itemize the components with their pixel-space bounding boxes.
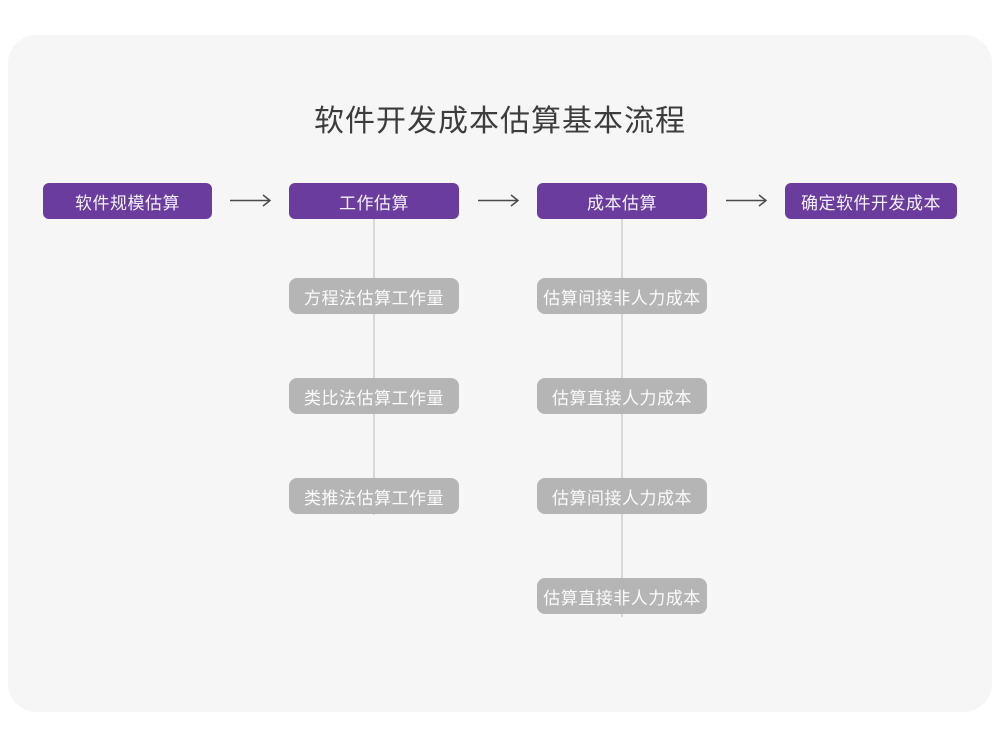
sub-node-label: 估算间接人力成本 [552, 488, 692, 508]
sub-node-indirect-nonlabor-cost[interactable]: 估算间接非人力成本 [537, 278, 707, 314]
sub-node-extrapolation-method[interactable]: 类推法估算工作量 [289, 478, 459, 514]
flow-arrow-icon [478, 194, 520, 207]
flow-node-cost-estimation[interactable]: 成本估算 [537, 183, 707, 219]
sub-node-label: 类推法估算工作量 [304, 488, 444, 508]
sub-node-equation-method[interactable]: 方程法估算工作量 [289, 278, 459, 314]
flow-node-label: 确定软件开发成本 [801, 193, 941, 213]
sub-node-label: 估算间接非人力成本 [543, 288, 701, 308]
flow-arrow-icon [230, 194, 272, 207]
flow-node-label: 软件规模估算 [75, 193, 180, 213]
flow-arrow-icon [726, 194, 768, 207]
flow-node-work-estimation[interactable]: 工作估算 [289, 183, 459, 219]
diagram-title: 软件开发成本估算基本流程 [314, 105, 686, 138]
sub-node-direct-labor-cost[interactable]: 估算直接人力成本 [537, 378, 707, 414]
sub-node-analogy-method[interactable]: 类比法估算工作量 [289, 378, 459, 414]
sub-node-label: 估算直接人力成本 [552, 388, 692, 408]
sub-node-direct-nonlabor-cost[interactable]: 估算直接非人力成本 [537, 578, 707, 614]
sub-node-label: 类比法估算工作量 [304, 388, 444, 408]
sub-node-label: 估算直接非人力成本 [543, 588, 701, 608]
diagram-card [8, 35, 992, 712]
flow-node-determine-development-cost[interactable]: 确定软件开发成本 [785, 183, 957, 219]
flow-node-label: 工作估算 [339, 193, 409, 213]
sub-node-indirect-labor-cost[interactable]: 估算间接人力成本 [537, 478, 707, 514]
sub-node-label: 方程法估算工作量 [304, 288, 444, 308]
cost-column-connector-line [621, 219, 623, 617]
work-column-connector-line [373, 219, 375, 515]
flow-node-label: 成本估算 [587, 193, 657, 213]
flow-node-software-scale-estimation[interactable]: 软件规模估算 [43, 183, 212, 219]
